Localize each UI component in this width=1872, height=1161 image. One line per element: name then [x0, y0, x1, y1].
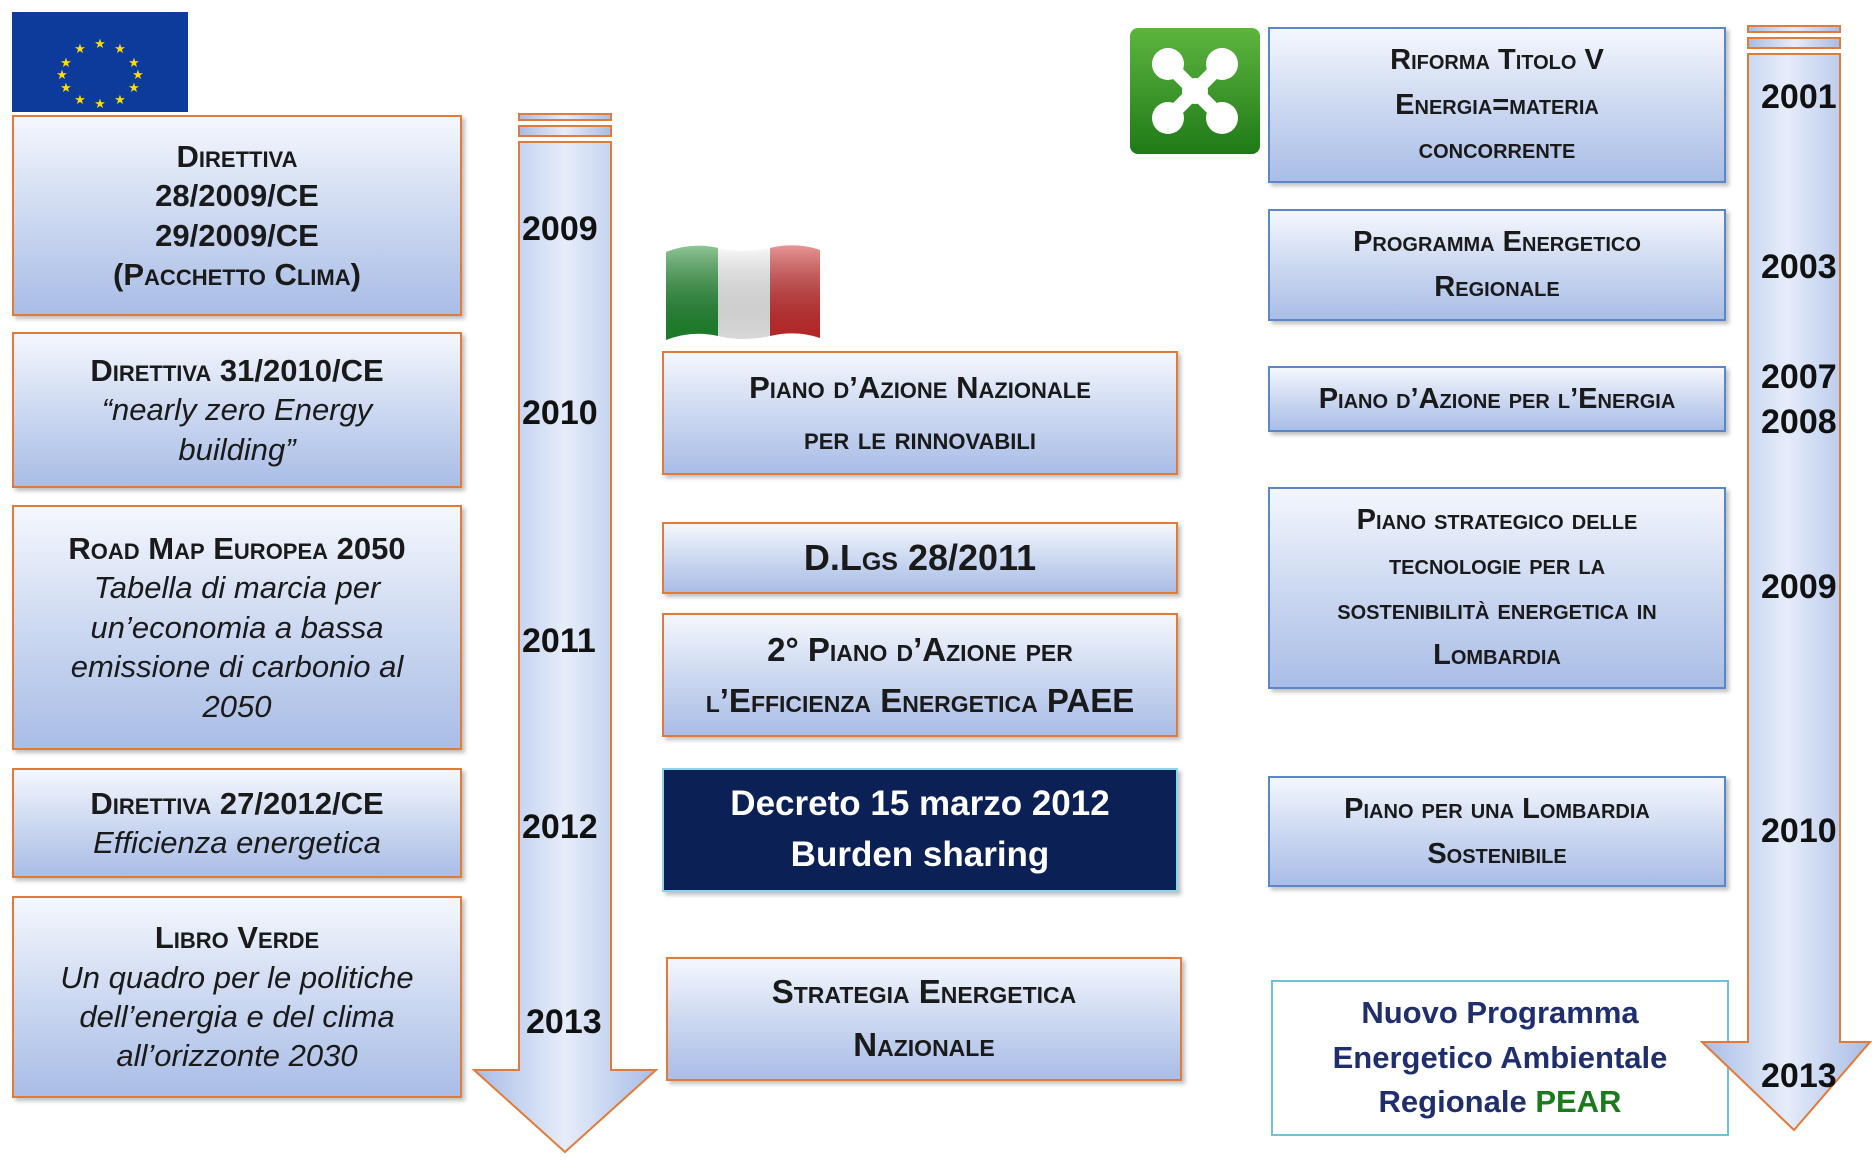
eu-item-line: Efficienza energetica — [93, 825, 381, 860]
lombardia-item-line: Riforma Titolo V — [1390, 43, 1604, 76]
pear-line-3-prefix: Regionale — [1378, 1084, 1536, 1120]
eu-item-line: Un quadro per le politiche — [60, 959, 414, 995]
lombardia-item-lombardia-sostenibile: Piano per una Lombardia Sostenibile — [1268, 776, 1726, 887]
lombardia-timeline-arrow — [1699, 22, 1872, 1136]
lombardia-item-per: Programma Energetico Regionale — [1268, 209, 1726, 321]
lombardia-item-line: Energia=materia — [1395, 88, 1599, 121]
italy-item-sen: Strategia Energetica Nazionale — [666, 957, 1182, 1081]
italy-item-dlgs-28-2011: D.Lgs 28/2011 — [662, 522, 1178, 594]
lombardia-item-line: Programma Energetico — [1353, 226, 1641, 259]
eu-item-line: building” — [178, 431, 296, 467]
eu-item-libro-verde: Libro Verde Un quadro per le politiche d… — [12, 896, 462, 1098]
italy-item-pan-rinnovabili: Piano d’Azione Nazionale per le rinnovab… — [662, 351, 1178, 475]
eu-item-line: (Pacchetto Clima) — [113, 256, 361, 292]
lombardia-year-label: 2013 — [1761, 1057, 1837, 1095]
svg-text:★: ★ — [60, 56, 72, 71]
lombardia-item-line: Piano d’Azione per l’Energia — [1318, 382, 1676, 415]
italy-item-burden-sharing: Decreto 15 marzo 2012 Burden sharing — [662, 768, 1178, 892]
eu-flag-icon: ★★★ ★★★ ★★★ ★★★ — [12, 12, 188, 112]
lombardia-item-pear: Nuovo Programma Energetico Ambientale Re… — [1271, 980, 1729, 1136]
italy-item-line: D.Lgs 28/2011 — [803, 537, 1037, 579]
lombardia-year-label: 2003 — [1761, 248, 1837, 286]
eu-item-road-map-2050: Road Map Europea 2050 Tabella di marcia … — [12, 505, 462, 750]
lombardia-year-label: 2009 — [1761, 568, 1837, 606]
pear-line-3: Regionale PEAR — [1379, 1080, 1622, 1125]
italy-item-line: Strategia Energetica — [771, 973, 1077, 1011]
eu-year-label: 2012 — [522, 808, 598, 846]
eu-year-label: 2013 — [526, 1003, 602, 1041]
eu-item-line: Direttiva 27/2012/CE — [90, 785, 384, 821]
svg-text:★: ★ — [114, 93, 126, 108]
eu-item-line: Libro Verde — [154, 920, 320, 956]
pear-line-1: Nuovo Programma — [1361, 994, 1639, 1030]
lombardia-item-piano-strategico: Piano strategico delle tecnologie per la… — [1268, 487, 1726, 689]
eu-item-line: Road Map Europea 2050 — [68, 531, 406, 567]
lombardia-item-line: concorrente — [1418, 133, 1576, 166]
svg-text:★: ★ — [74, 42, 86, 57]
lombardia-year-label: 2001 — [1761, 78, 1837, 116]
italy-item-line: Piano d’Azione Nazionale — [749, 369, 1091, 405]
lombardia-item-pae: Piano d’Azione per l’Energia — [1268, 366, 1726, 432]
italy-item-line: l’Efficienza Energetica PAEE — [705, 682, 1135, 719]
svg-text:★: ★ — [114, 42, 126, 57]
lombardia-item-line: Regionale — [1434, 271, 1560, 303]
eu-timeline-arrow — [470, 110, 660, 1156]
lombardia-item-line: sostenibilità energetica in — [1337, 594, 1657, 626]
pear-line-2: Energetico Ambientale — [1332, 1039, 1668, 1075]
italy-item-line: Burden sharing — [790, 835, 1050, 874]
lombardia-item-line: Sostenibile — [1427, 837, 1567, 870]
italy-item-line: Decreto 15 marzo 2012 — [730, 784, 1110, 824]
lombardia-item-line: Lombardia — [1433, 638, 1561, 671]
eu-item-line: Tabella di marcia per — [93, 570, 381, 606]
eu-item-line: all’orizzonte 2030 — [116, 1038, 358, 1074]
svg-text:★: ★ — [94, 97, 106, 112]
eu-year-label: 2010 — [522, 394, 598, 432]
lombardia-year-label: 2007 — [1761, 358, 1837, 396]
lombardia-rosa-camuna-icon — [1130, 28, 1260, 154]
lombardia-year-label: 2010 — [1761, 812, 1837, 850]
svg-text:★: ★ — [74, 93, 86, 108]
svg-text:★: ★ — [94, 37, 106, 52]
eu-item-line: 29/2009/CE — [155, 217, 319, 253]
eu-item-direttiva-27-2012: Direttiva 27/2012/CE Efficienza energeti… — [12, 768, 462, 878]
eu-item-line: Direttiva 31/2010/CE — [90, 352, 384, 388]
pear-highlight: PEAR — [1535, 1084, 1622, 1120]
italy-flag-icon — [662, 240, 824, 344]
svg-text:★: ★ — [60, 81, 72, 96]
italy-item-line: Nazionale — [853, 1026, 995, 1063]
eu-item-line: un’economia a bassa — [90, 609, 384, 645]
eu-item-direttiva-31-2010: Direttiva 31/2010/CE “nearly zero Energy… — [12, 332, 462, 488]
italy-item-paee: 2° Piano d’Azione per l’Efficienza Energ… — [662, 613, 1178, 737]
italy-item-line: per le rinnovabili — [804, 421, 1036, 456]
svg-text:★: ★ — [132, 68, 144, 83]
eu-year-label: 2011 — [522, 622, 596, 660]
eu-year-label: 2009 — [522, 210, 598, 248]
eu-item-line: 28/2009/CE — [155, 178, 319, 214]
eu-item-line: dell’energia e del clima — [79, 999, 395, 1034]
lombardia-item-line: Piano strategico delle — [1356, 504, 1638, 537]
eu-item-line: “nearly zero Energy — [101, 392, 373, 428]
lombardia-item-line: tecnologie per la — [1388, 549, 1606, 582]
svg-text:★: ★ — [128, 81, 140, 96]
eu-item-line: emissione di carbonio al — [70, 649, 404, 685]
eu-item-pacchetto-clima: Direttiva 28/2009/CE 29/2009/CE (Pacchet… — [12, 115, 462, 316]
eu-item-line: Direttiva — [176, 138, 298, 174]
lombardia-item-line: Piano per una Lombardia — [1344, 792, 1650, 825]
lombardia-item-riforma-titolo-v: Riforma Titolo V Energia=materia concorr… — [1268, 27, 1726, 183]
svg-text:★: ★ — [128, 56, 140, 71]
svg-text:★: ★ — [56, 68, 68, 83]
italy-item-line: 2° Piano d’Azione per — [767, 630, 1073, 668]
eu-item-line: 2050 — [202, 688, 272, 724]
lombardia-year-label: 2008 — [1761, 403, 1837, 441]
